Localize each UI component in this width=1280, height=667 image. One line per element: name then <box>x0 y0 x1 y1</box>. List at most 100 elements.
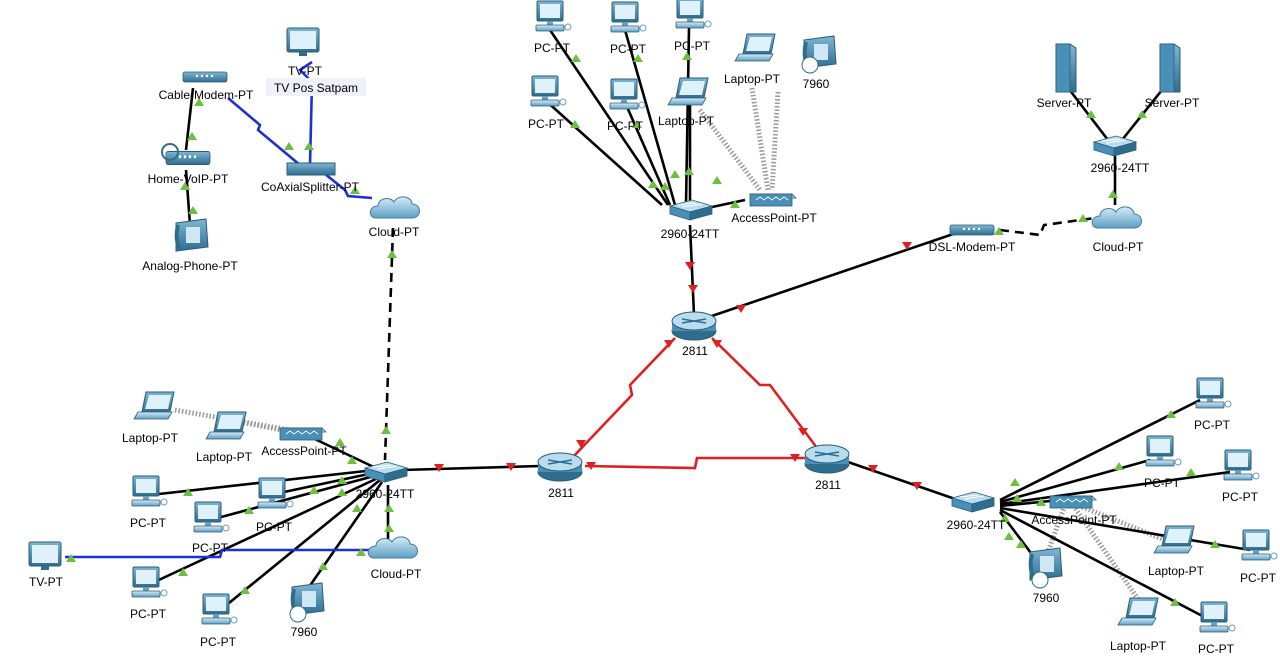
ip-phone-c[interactable]: 7960 <box>801 34 838 91</box>
link-up-marker <box>356 548 366 556</box>
router-right[interactable]: 2811 <box>804 444 850 492</box>
laptop-r1[interactable]: Laptop-PT <box>1148 525 1205 578</box>
link-up-marker <box>352 504 362 512</box>
device-label: PC-PT <box>1240 571 1277 585</box>
coax-link <box>319 168 373 200</box>
router-icon <box>671 311 717 341</box>
ip-badge-icon <box>1031 571 1049 589</box>
tv-icon <box>286 27 320 57</box>
link-up-marker <box>570 120 580 128</box>
coax-link <box>227 97 301 166</box>
ip-phone-r[interactable]: 7960 <box>1028 546 1064 605</box>
wireless-link <box>698 108 762 192</box>
link-up-marker <box>347 456 357 464</box>
laptop-l1[interactable]: Laptop-PT <box>122 391 179 445</box>
device-label: Laptop-PT <box>1148 564 1205 578</box>
laptop-r2[interactable]: Laptop-PT <box>1110 597 1167 653</box>
device-label: PC-PT <box>1198 642 1235 656</box>
link-up-marker <box>1036 498 1046 506</box>
link-up-marker <box>178 568 188 576</box>
link-up-marker <box>1004 532 1014 540</box>
analog-phone[interactable]: Analog-Phone-PT <box>142 217 238 273</box>
device-label: 7960 <box>291 625 318 639</box>
cloud-top[interactable]: Cloud-PT <box>369 196 420 239</box>
pc-l5[interactable]: PC-PT <box>200 593 238 649</box>
device-label: TV-PT <box>29 575 64 589</box>
device-label: PC-PT <box>534 41 571 55</box>
link-up-marker <box>632 120 642 128</box>
cloud-right[interactable]: Cloud-PT <box>1091 206 1144 254</box>
pc-r1[interactable]: PC-PT <box>1194 377 1232 432</box>
switch-left[interactable]: 2960-24TT <box>356 461 415 501</box>
pc-l3[interactable]: PC-PT <box>192 501 230 555</box>
link-up-marker <box>1016 540 1026 548</box>
link-down-marker <box>688 285 698 293</box>
tv-top[interactable]: TV-PT <box>286 27 323 78</box>
device-label: PC-PT <box>130 607 167 621</box>
pc-r4[interactable]: PC-PT <box>1240 529 1278 585</box>
link-down-marker <box>576 440 586 448</box>
link-up-marker <box>1078 214 1088 222</box>
device-label: PC-PT <box>528 117 565 131</box>
pc-c2[interactable]: PC-PT <box>610 1 647 56</box>
copper-link <box>999 398 1201 502</box>
link-down-marker <box>664 340 674 348</box>
laptop-c1[interactable]: Laptop-PT <box>724 33 781 86</box>
laptop-l2[interactable]: Laptop-PT <box>196 411 253 464</box>
pc-icon <box>201 593 238 625</box>
switch-right[interactable]: 2960-24TT <box>947 491 1006 532</box>
pc-l4[interactable]: PC-PT <box>130 566 168 621</box>
link-up-marker <box>1108 190 1118 198</box>
laptop-c2[interactable]: Laptop-PT <box>658 77 715 128</box>
cable-modem[interactable]: Cable-Modem-PT <box>159 71 254 102</box>
router-left[interactable]: 2811 <box>537 452 583 500</box>
server-icon <box>1055 43 1077 93</box>
link-up-marker <box>1137 110 1147 118</box>
ip-phone-l[interactable]: 7960 <box>289 581 326 639</box>
server-2[interactable]: Server-PT <box>1145 43 1200 110</box>
coax-splitter[interactable]: CoAxialSplitter-PT <box>261 162 360 194</box>
pc-r3[interactable]: PC-PT <box>1222 449 1260 504</box>
pc-r5[interactable]: PC-PT <box>1198 601 1236 656</box>
link-up-marker <box>1012 494 1022 502</box>
switch-center[interactable]: 2960-24TT <box>661 199 720 241</box>
pc-icon <box>1145 435 1182 467</box>
pc-l1[interactable]: PC-PT <box>130 475 168 530</box>
coax-link <box>65 548 372 559</box>
copper-link <box>999 470 1231 506</box>
tv-left[interactable]: TV-PT <box>28 541 64 589</box>
link-up-marker <box>682 52 692 60</box>
home-voip[interactable]: Home-VoIP-PT <box>148 143 229 186</box>
dsl-modem[interactable]: DSL-Modem-PT <box>929 224 1016 254</box>
access-point-right[interactable]: AccessPoint-PT <box>1031 495 1117 527</box>
link-up-marker <box>1186 468 1196 476</box>
link-up-marker <box>304 142 314 150</box>
wireless-link <box>1042 504 1068 561</box>
pc-l2[interactable]: PC-PT <box>256 477 294 534</box>
copper-link <box>184 169 192 226</box>
link-up-marker <box>660 182 670 190</box>
access-point-left[interactable]: AccessPoint-PT <box>261 427 347 458</box>
switch-icon <box>669 199 713 221</box>
pc-c5[interactable]: PC-PT <box>607 78 646 133</box>
pc-icon <box>131 475 168 507</box>
router-top[interactable]: 2811 <box>671 311 717 358</box>
pc-r2[interactable]: PC-PT <box>1144 435 1182 490</box>
ip-badge-icon <box>289 605 307 623</box>
copper-link <box>184 87 195 151</box>
device-label: PC-PT <box>1144 476 1181 490</box>
switch-server[interactable]: 2960-24TT <box>1091 135 1150 175</box>
server-1[interactable]: Server-PT <box>1037 43 1092 110</box>
access-point-center[interactable]: AccessPoint-PT <box>731 193 817 225</box>
copper-link <box>209 473 379 522</box>
link-down-marker <box>736 305 746 313</box>
pc-c3[interactable]: PC-PT <box>674 0 712 53</box>
pc-c1[interactable]: PC-PT <box>534 0 572 55</box>
cloud-left[interactable]: Cloud-PT <box>367 536 422 581</box>
cloud-link <box>383 227 395 461</box>
copper-link <box>711 198 746 209</box>
pc-c4[interactable]: PC-PT <box>528 75 567 131</box>
cloud-icon <box>1091 206 1142 229</box>
pc-icon <box>535 0 572 32</box>
